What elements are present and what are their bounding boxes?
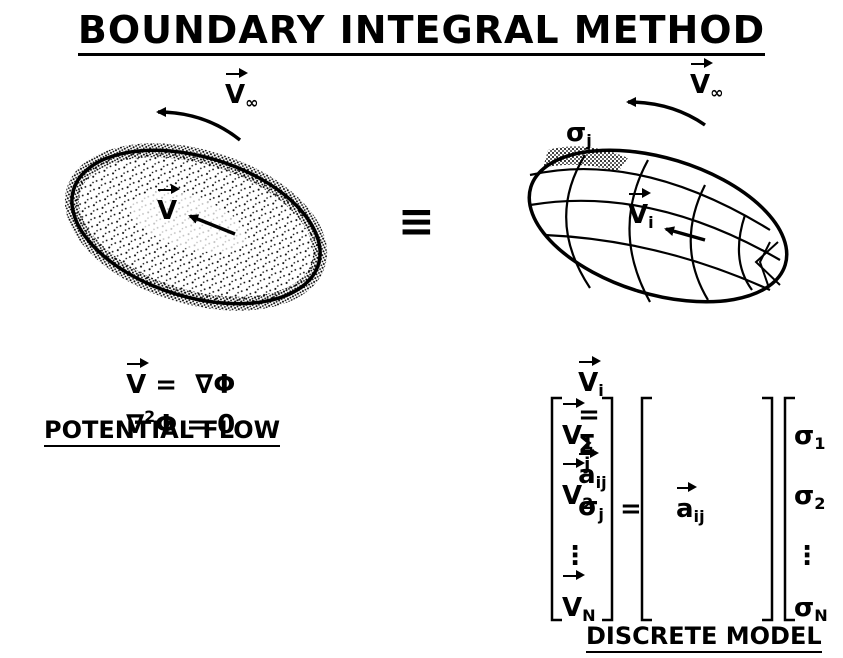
caption-discrete-model: DISCRETE MODEL <box>586 622 822 653</box>
vector-entry-sigman: σN <box>794 592 828 625</box>
ellipsoid-discrete-model <box>527 146 789 304</box>
ellipsoid-potential-flow <box>64 143 328 311</box>
sigma-j-label: σj <box>566 118 592 150</box>
velocity-label-right: Vi <box>628 188 654 232</box>
velocity-vector-column: V1 V2 ⋮ VN <box>562 398 596 642</box>
vector-entry-ellipsis: ⋮ <box>562 540 588 571</box>
equivalence-symbol: ≡ <box>398 196 435 247</box>
matrix-equals: = <box>620 494 642 524</box>
velocity-label-left: V <box>157 184 181 226</box>
freestream-arrow-right <box>626 97 707 127</box>
vector-entry-v2: V2 <box>562 457 596 530</box>
v-infinity-label-right: V∞ <box>690 58 724 102</box>
equation-velocity-gradient: V = ∇Φ <box>126 358 236 400</box>
equation-laplace: ∇2Φ = 0 <box>126 408 236 440</box>
source-strength-column: σ1 σ2 ⋮ σN <box>794 410 828 641</box>
title-text: BOUNDARY INTEGRAL METHOD <box>77 8 766 56</box>
vector-entry-sigma2: σ2 <box>794 480 826 513</box>
caption-potential-flow: POTENTIAL FLOW <box>44 416 281 447</box>
velocity-arrow-right <box>664 226 706 242</box>
v-infinity-label-left: V∞ <box>225 68 259 112</box>
freestream-arrow-left <box>156 107 242 142</box>
vector-entry-sigma-ellipsis: ⋮ <box>794 540 820 571</box>
velocity-arrow-left <box>188 214 236 236</box>
influence-matrix-entry: aij <box>676 482 705 526</box>
vector-entry-v1: V1 <box>562 398 596 470</box>
vector-entry-sigma1: σ1 <box>794 421 826 453</box>
page-title: BOUNDARY INTEGRAL METHOD <box>0 8 843 56</box>
vector-entry-vn: VN <box>562 569 596 642</box>
matrix-brackets <box>550 396 795 622</box>
